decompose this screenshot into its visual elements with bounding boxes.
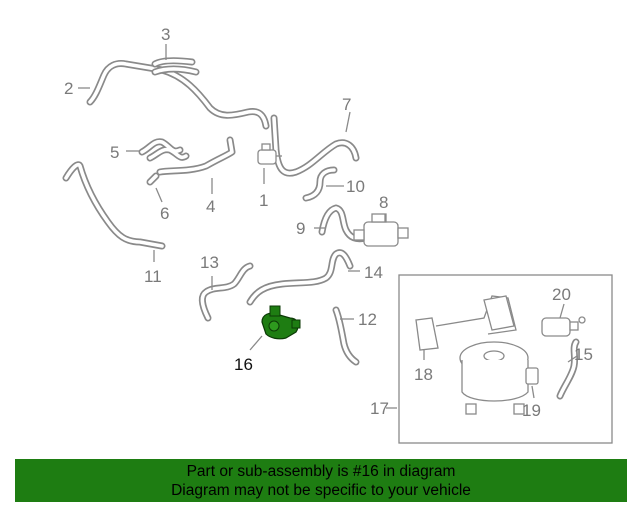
callout-6: 6 [160,204,169,223]
callout-9: 9 [296,219,305,238]
bracket-part-18[interactable] [415,295,517,351]
hose-10[interactable] [302,166,338,202]
callout-18: 18 [414,365,433,384]
hose-6[interactable] [146,172,160,186]
hose-13[interactable] [198,262,254,322]
callout-8: 8 [379,193,388,212]
valve-part-1[interactable] [257,143,282,165]
hose-14[interactable] [246,249,354,306]
callout-7: 7 [342,95,351,114]
callout-14: 14 [364,263,383,282]
callout-17: 17 [370,399,389,418]
callout-20: 20 [552,285,571,304]
callout-11: 11 [144,267,162,286]
info-banner: Part or sub-assembly is #16 in diagram D… [15,459,627,502]
callout-3: 3 [161,25,170,44]
callout-16: 16 [234,355,253,374]
hose-7[interactable] [270,114,360,177]
valve-part-20[interactable] [541,316,586,337]
banner-line-1: Part or sub-assembly is #16 in diagram [186,463,456,480]
hose-5[interactable] [138,138,190,162]
valve-part-8[interactable] [353,213,409,247]
sensor-part-19[interactable] [525,367,539,385]
callout-4: 4 [206,197,215,216]
hose-3[interactable] [151,57,200,76]
pump-motor-assembly[interactable] [459,341,529,415]
hose-2[interactable] [86,60,270,130]
callout-2: 2 [64,79,73,98]
hose-4[interactable] [156,136,236,176]
callout-12: 12 [358,310,377,329]
hose-12[interactable] [332,306,360,366]
callout-labels: 1 2 3 4 5 6 7 8 9 10 11 12 13 14 15 16 1… [64,25,593,420]
callout-13: 13 [200,253,219,272]
callout-10: 10 [346,177,365,196]
banner-line-2: Diagram may not be specific to your vehi… [171,482,471,499]
highlighted-part-16[interactable] [261,305,301,340]
subassembly-box-17 [398,274,613,444]
hose-15[interactable] [556,338,580,400]
callout-15: 15 [574,345,593,364]
leader-lines [78,44,578,409]
callout-5: 5 [110,143,119,162]
hose-11[interactable] [62,161,166,250]
callout-1: 1 [259,191,268,210]
callout-19: 19 [522,401,541,420]
